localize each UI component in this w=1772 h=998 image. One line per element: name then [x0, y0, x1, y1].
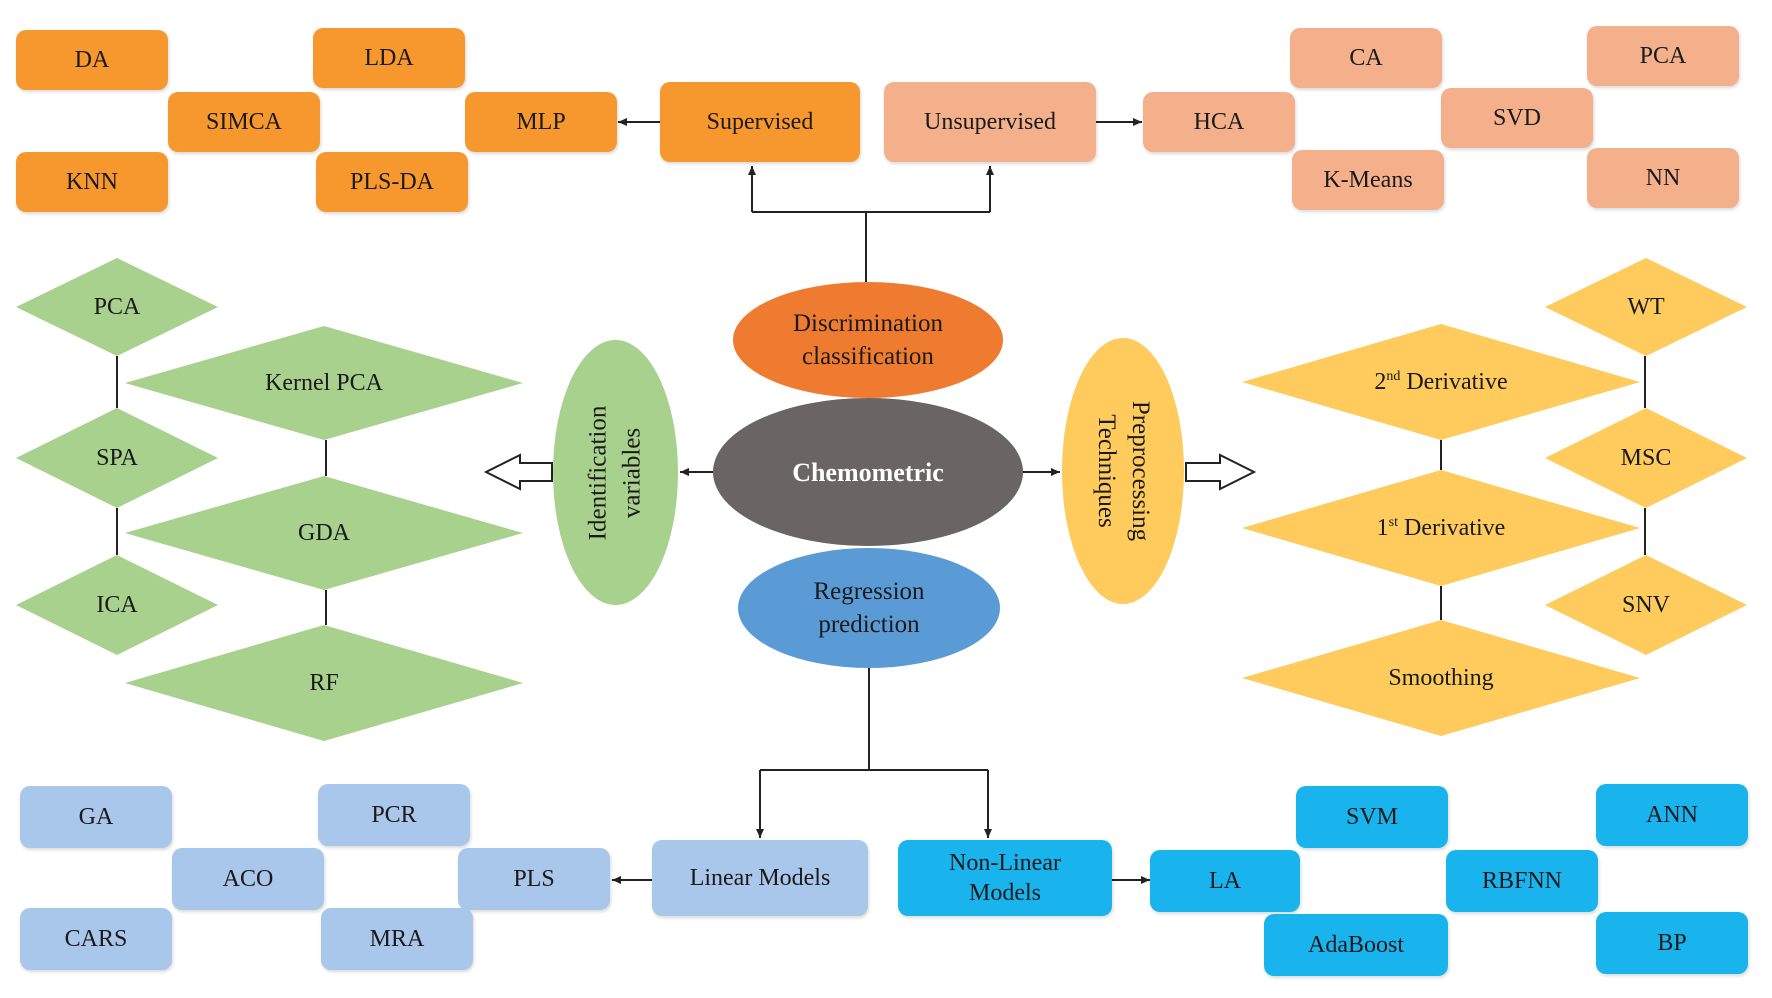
first-deriv-suffix: st [1388, 515, 1399, 530]
method-cars-label: CARS [64, 926, 128, 952]
unsupervised-label: Unsupervised [924, 109, 1056, 135]
regression-line2: prediction [818, 611, 920, 638]
method-svd-label: SVD [1492, 105, 1541, 131]
second-deriv-suffix: nd [1386, 369, 1401, 384]
method-bp: BP [1596, 912, 1748, 974]
supervised-node: Supervised [660, 82, 860, 162]
preprocessing-line2: Techniques [1093, 414, 1120, 528]
method-ga-label: GA [78, 804, 114, 830]
method-snv-label: SNV [1621, 592, 1670, 618]
method-rbfnn: RBFNN [1446, 850, 1598, 912]
discrimination-line1: Discrimination [793, 310, 943, 337]
method-la-label: LA [1209, 868, 1241, 894]
method-pls-da-label: PLS-DA [349, 169, 434, 195]
method-kernel-pca-label: Kernel PCA [265, 370, 383, 396]
unsupervised-node: Unsupervised [884, 82, 1096, 162]
method-rbfnn-label: RBFNN [1481, 868, 1563, 894]
method-pls-label: PLS [513, 866, 555, 892]
preprocessing-techniques-node: Preprocessing Techniques [1062, 338, 1184, 604]
method-gda-label: GDA [298, 520, 350, 546]
method-pcr-label: PCR [371, 802, 417, 828]
method-knn: KNN [16, 152, 168, 212]
method-la: LA [1150, 850, 1300, 912]
method-pca-identification-label: PCA [93, 294, 141, 320]
method-hca: HCA [1143, 92, 1295, 152]
linear-models-node: Linear Models [652, 840, 868, 916]
method-2nd-derivative-label: 2nd Derivative [1374, 367, 1507, 397]
regression-prediction-node: Regression prediction [738, 548, 1000, 668]
first-deriv-text: Derivative [1398, 515, 1506, 541]
method-cars: CARS [20, 908, 172, 970]
method-spa-label: SPA [96, 445, 138, 471]
supervised-label: Supervised [706, 109, 814, 135]
method-k-means-label: K-Means [1323, 167, 1413, 193]
method-smoothing-label: Smoothing [1388, 665, 1494, 691]
method-simca: SIMCA [168, 92, 320, 152]
second-deriv-text: Derivative [1400, 369, 1508, 395]
method-ann: ANN [1596, 784, 1748, 846]
first-deriv-number: 1 [1376, 515, 1389, 541]
discrimination-line2: classification [802, 343, 934, 370]
method-svd: SVD [1441, 88, 1593, 148]
second-deriv-number: 2 [1374, 369, 1387, 395]
regression-line1: Regression [813, 578, 925, 605]
method-k-means: K-Means [1292, 150, 1444, 210]
method-lda: LDA [313, 28, 465, 88]
preprocessing-line1: Preprocessing [1127, 400, 1154, 542]
method-nn: NN [1587, 148, 1739, 208]
method-rf-label: RF [309, 670, 339, 696]
method-mra-label: MRA [369, 926, 425, 952]
method-simca-label: SIMCA [205, 109, 283, 135]
method-ica-label: ICA [96, 592, 138, 618]
method-pcr: PCR [318, 784, 470, 846]
method-pca-unsupervised: PCA [1587, 26, 1739, 86]
method-knn-label: KNN [66, 169, 118, 195]
identification-line1: Identification [584, 405, 612, 540]
method-wt-label: WT [1627, 294, 1665, 320]
chemometric-node: Chemometric [713, 398, 1023, 546]
method-aco-label: ACO [222, 866, 274, 892]
method-da-label: DA [74, 47, 110, 73]
method-pls-da: PLS-DA [316, 152, 468, 212]
method-1st-derivative-label: 1st Derivative [1377, 513, 1506, 543]
method-aco: ACO [172, 848, 324, 910]
method-mlp: MLP [465, 92, 617, 152]
method-lda-label: LDA [364, 45, 414, 71]
method-mra: MRA [321, 908, 473, 970]
method-ca-label: CA [1349, 45, 1383, 71]
discrimination-classification-node: Discrimination classification [733, 282, 1003, 398]
method-adaboost: AdaBoost [1264, 914, 1448, 976]
identification-line2: variables [618, 427, 646, 518]
method-pca-unsupervised-label: PCA [1639, 43, 1687, 69]
method-bp-label: BP [1657, 930, 1687, 956]
method-pls: PLS [458, 848, 610, 910]
method-da: DA [16, 30, 168, 90]
method-ga: GA [20, 786, 172, 848]
method-nn-label: NN [1645, 165, 1681, 191]
method-ann-label: ANN [1646, 802, 1698, 828]
method-svm-label: SVM [1345, 804, 1399, 830]
method-mlp-label: MLP [516, 109, 566, 135]
chemometric-label: Chemometric [792, 457, 944, 487]
method-adaboost-label: AdaBoost [1308, 932, 1404, 958]
non-linear-line2: Models [968, 880, 1041, 906]
method-msc-label: MSC [1620, 445, 1672, 471]
method-svm: SVM [1296, 786, 1448, 848]
method-ca: CA [1290, 28, 1442, 88]
linear-models-label: Linear Models [689, 865, 831, 891]
method-hca-label: HCA [1193, 109, 1245, 135]
non-linear-line1: Non-Linear [949, 850, 1061, 876]
